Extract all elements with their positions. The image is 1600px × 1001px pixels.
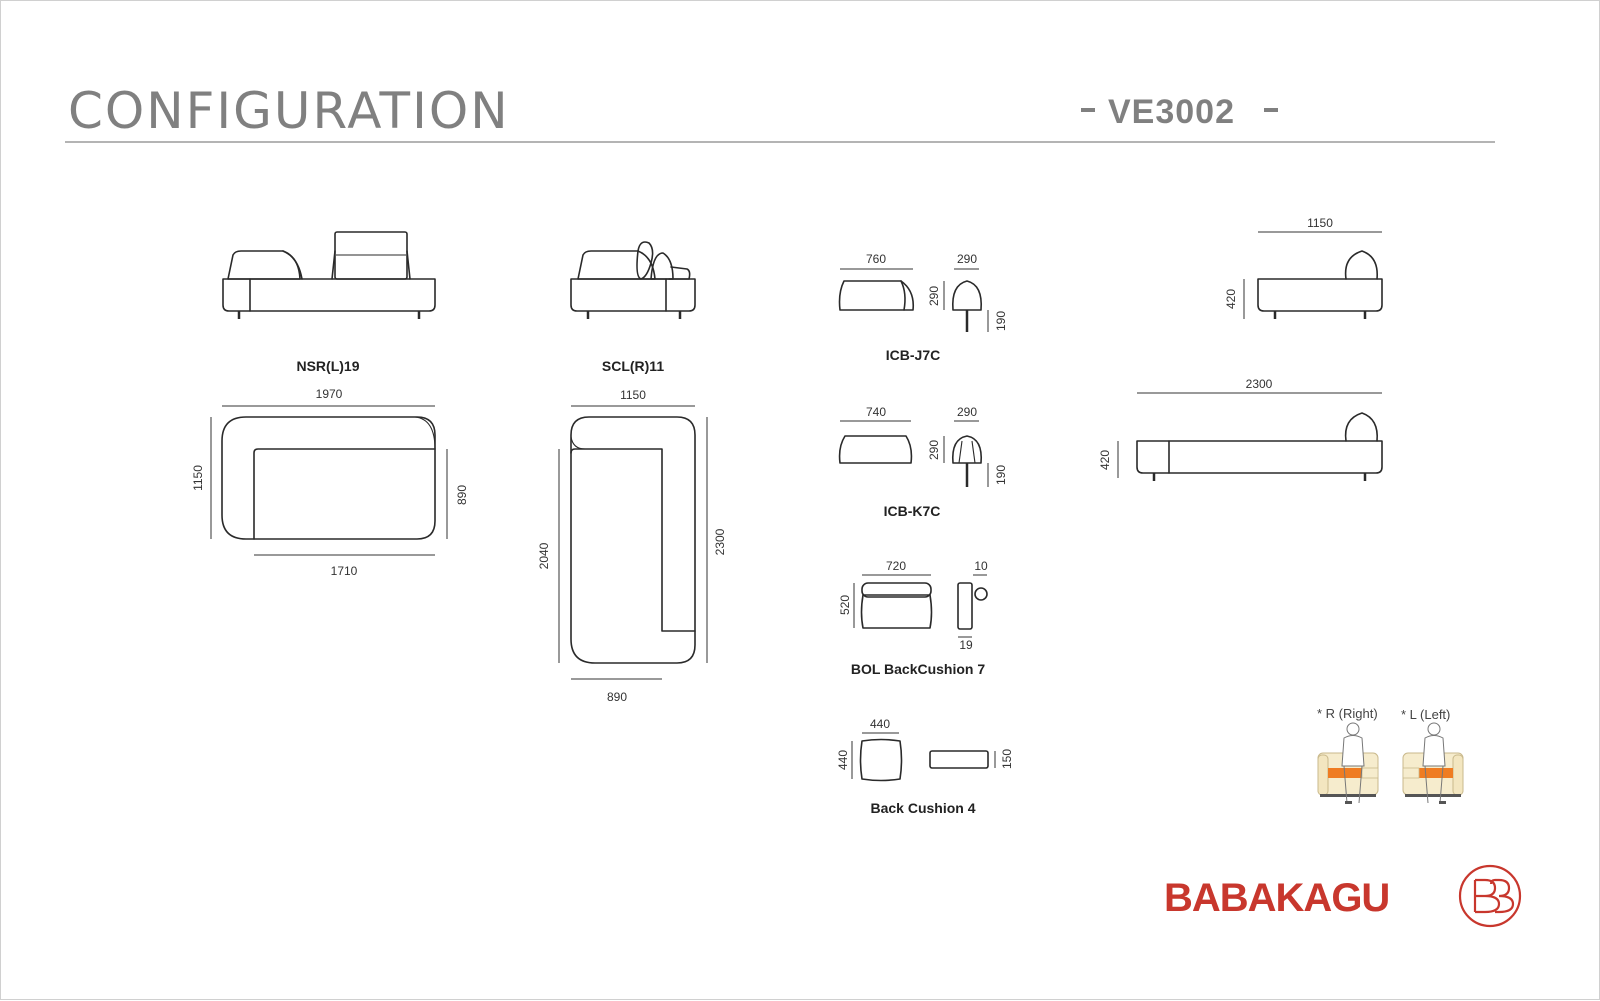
nsr-label: NSR(L)19 — [296, 358, 359, 374]
side-long-height-dim: 420 — [1098, 450, 1112, 470]
right-hand-sofa-icon — [1317, 722, 1379, 804]
side-long-width-dim: 2300 — [1246, 377, 1273, 391]
bol-bottom-dim: 19 — [959, 638, 973, 652]
icb-k7c-stand-dim: 190 — [994, 465, 1008, 485]
brand-wordmark: BABAKAGU — [1164, 876, 1389, 920]
nsr-inner-depth-dim: 890 — [455, 485, 469, 505]
scl-label: SCL(R)11 — [602, 358, 664, 374]
icb-k7c-label: ICB-K7C — [884, 503, 941, 519]
scl-seat-width-dim: 890 — [607, 690, 627, 704]
page-title: CONFIGURATION — [68, 82, 510, 140]
icb-k7c-drawing: 740 290 290 190 — [838, 405, 1008, 487]
model-number: VE3002 — [1108, 93, 1235, 131]
nsr-seat-width-dim: 1710 — [331, 564, 358, 578]
scl-width-dim: 1150 — [620, 388, 646, 402]
back-cushion-drawing: 440 440 150 — [836, 717, 1014, 782]
scl-plan-view — [570, 416, 696, 664]
nsr-dimensions: 1970 1150 890 1710 — [191, 387, 469, 578]
scl-dimensions: 1150 2040 2300 890 — [537, 388, 727, 704]
right-hand-label: * R (Right) — [1317, 706, 1378, 721]
icb-j7c-stand-dim: 190 — [994, 311, 1008, 331]
icb-j7c-label: ICB-J7C — [886, 347, 940, 363]
side-short-height-dim: 420 — [1224, 289, 1238, 309]
left-hand-sofa-icon — [1402, 722, 1464, 804]
nsr-width-dim: 1970 — [316, 387, 343, 401]
back-thickness-dim: 150 — [1000, 749, 1014, 769]
bol-height-dim: 520 — [838, 595, 852, 615]
bol-top-dim: 10 — [974, 559, 988, 573]
icb-k7c-height-dim: 290 — [927, 440, 941, 460]
bol-back-cushion-drawing: 720 520 10 19 — [838, 559, 988, 652]
brand-logo-icon — [1458, 864, 1522, 928]
side-view-short: 1150 420 — [1224, 216, 1383, 319]
scl-length-dim: 2300 — [713, 528, 727, 555]
back-height-dim: 440 — [836, 750, 850, 770]
left-hand-label: * L (Left) — [1401, 707, 1450, 722]
back-cushion-label: Back Cushion 4 — [870, 800, 975, 816]
icb-k7c-width-dim: 740 — [866, 405, 886, 419]
model-code: VE3002 — [1081, 93, 1278, 131]
bol-label: BOL BackCushion 7 — [851, 661, 986, 677]
back-width-dim: 440 — [870, 717, 890, 731]
bol-width-dim: 720 — [886, 559, 906, 573]
side-view-long: 2300 420 — [1098, 377, 1383, 481]
icb-j7c-height-dim: 290 — [927, 286, 941, 306]
nsr-plan-view — [221, 416, 436, 540]
nsr-depth-dim: 1150 — [191, 465, 205, 491]
side-short-width-dim: 1150 — [1307, 216, 1333, 230]
scl-front-view — [570, 241, 696, 319]
icb-j7c-depth-dim: 290 — [957, 252, 977, 266]
nsr-front-view — [222, 231, 436, 319]
icb-j7c-drawing: 760 290 290 190 — [838, 252, 1008, 332]
icb-k7c-depth-dim: 290 — [957, 405, 977, 419]
scl-seat-length-dim: 2040 — [537, 542, 551, 569]
icb-j7c-width-dim: 760 — [866, 252, 886, 266]
